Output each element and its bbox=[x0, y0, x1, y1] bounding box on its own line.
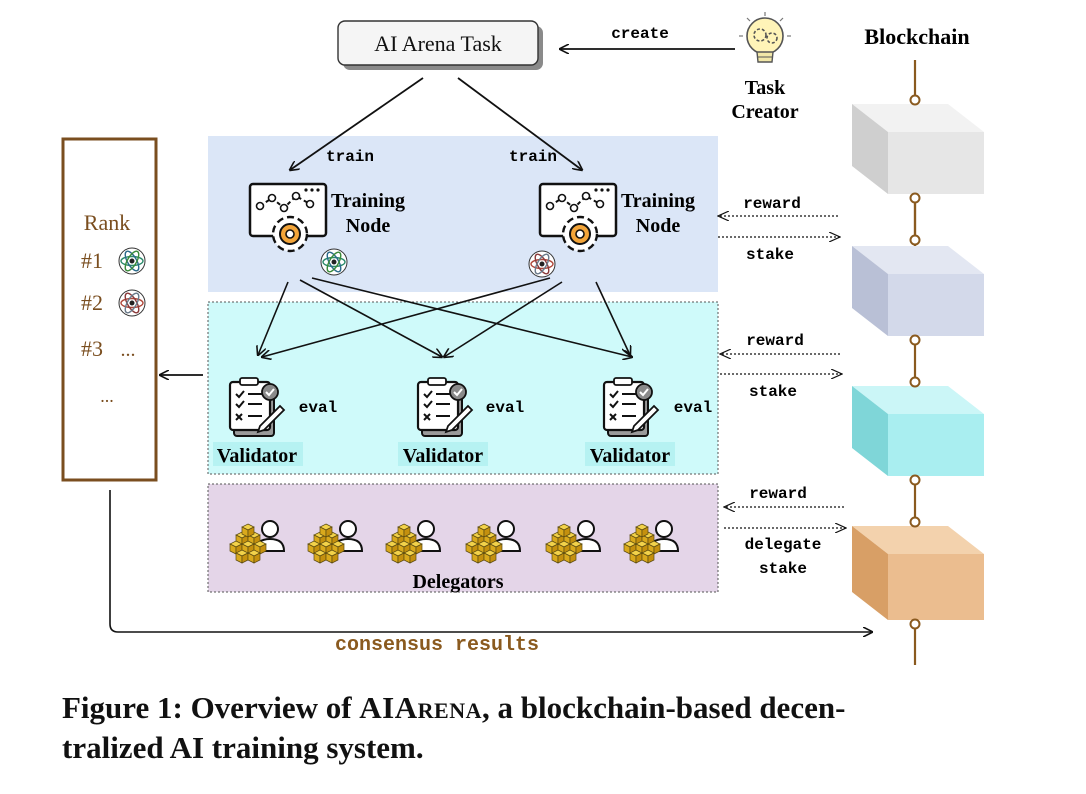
training-node-1-line2: Node bbox=[346, 215, 391, 237]
rank-item-3: #3 bbox=[81, 336, 103, 361]
eval-arrow bbox=[299, 279, 442, 357]
task-creator-line2: Creator bbox=[731, 101, 798, 123]
figure-caption: Figure 1: Overview of AIArena, a blockch… bbox=[62, 688, 1052, 768]
caption-prefix: Figure 1: Overview of bbox=[62, 690, 360, 725]
ai-arena-task-box: AI Arena Task bbox=[337, 20, 543, 70]
caption-suffix: , a blockchain-based decen- bbox=[481, 690, 846, 725]
rank-item-1: #1 bbox=[81, 248, 103, 273]
chain-node bbox=[909, 474, 921, 486]
reward-label: reward bbox=[743, 195, 801, 213]
rank-title: Rank bbox=[84, 210, 130, 235]
rank-item-2: #2 bbox=[81, 290, 103, 315]
chain-node bbox=[909, 94, 921, 106]
atom-icon bbox=[118, 247, 146, 275]
validator-label-3: Validator bbox=[590, 445, 671, 467]
train-arrow-right bbox=[457, 77, 582, 170]
delegate-label: delegate bbox=[745, 536, 822, 554]
stake-label: stake bbox=[746, 246, 794, 264]
training-node-1-line1: Training bbox=[331, 190, 405, 212]
validator-label-1: Validator bbox=[217, 445, 298, 467]
consensus-arrow bbox=[109, 490, 872, 632]
ai-arena-task-label: AI Arena Task bbox=[374, 31, 502, 56]
eval-label: eval bbox=[299, 399, 337, 417]
eval-arrow bbox=[444, 281, 563, 357]
validator-label-highlight bbox=[398, 442, 488, 466]
caption-system-name: AIArena bbox=[359, 690, 482, 725]
atom-red-icon bbox=[528, 250, 556, 278]
atom-red-icon bbox=[118, 289, 146, 317]
blockchain-block bbox=[852, 246, 984, 336]
atom-icon bbox=[320, 248, 348, 276]
reward-label: reward bbox=[749, 485, 807, 503]
train-arrow-left bbox=[290, 77, 424, 170]
consensus-label: consensus results bbox=[335, 634, 539, 657]
chain-node bbox=[909, 618, 921, 630]
blockchain-title: Blockchain bbox=[864, 24, 969, 49]
chain-node bbox=[909, 334, 921, 346]
training-node-2-line2: Node bbox=[636, 215, 681, 237]
delegate-stake-label: stake bbox=[759, 560, 807, 578]
eval-label: eval bbox=[486, 399, 524, 417]
caption-line2: tralized AI training system. bbox=[62, 730, 424, 765]
train-label-right: train bbox=[509, 148, 557, 166]
reward-label: reward bbox=[746, 332, 804, 350]
chain-node bbox=[909, 516, 921, 528]
eval-label: eval bbox=[674, 399, 712, 417]
eval-arrow bbox=[311, 277, 632, 357]
chain-node bbox=[909, 234, 921, 246]
task-creator-line1: Task bbox=[745, 77, 786, 99]
lightbulb-gear-icon bbox=[738, 11, 792, 63]
rank-more: ... bbox=[100, 386, 114, 406]
blockchain-block bbox=[852, 386, 984, 476]
validator-label-highlight bbox=[585, 442, 675, 466]
delegators-label: Delegators bbox=[412, 571, 503, 593]
validator-label-highlight bbox=[213, 442, 303, 466]
stake-label: stake bbox=[749, 383, 797, 401]
train-label-left: train bbox=[326, 148, 374, 166]
blockchain-block bbox=[852, 104, 984, 194]
blockchain-block bbox=[852, 526, 984, 620]
eval-arrow bbox=[262, 277, 551, 357]
eval-arrow bbox=[595, 281, 630, 355]
training-node-2-line1: Training bbox=[621, 190, 695, 212]
validator-label-2: Validator bbox=[403, 445, 484, 467]
eval-arrow bbox=[258, 281, 289, 355]
chain-node bbox=[909, 376, 921, 388]
rank-more-inline: ... bbox=[121, 339, 136, 361]
chain-node bbox=[909, 192, 921, 204]
create-label: create bbox=[611, 25, 669, 43]
